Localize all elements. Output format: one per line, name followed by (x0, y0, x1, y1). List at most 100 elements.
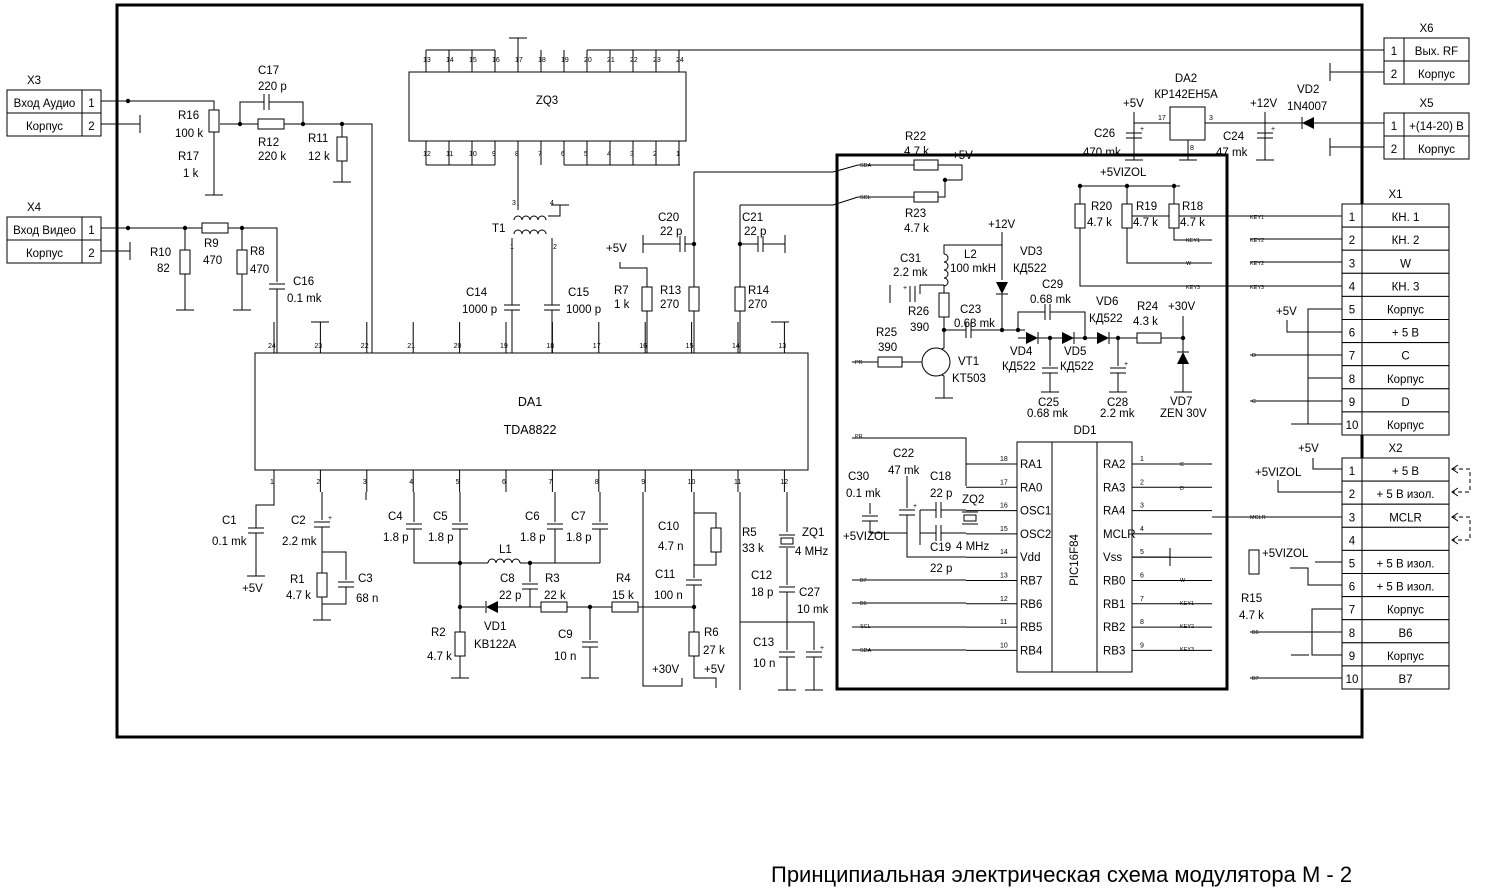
c30-label: C30 (848, 471, 869, 483)
connector-x1-pin-6: 6 (1349, 328, 1355, 340)
signal-s-pr: PR (855, 360, 863, 366)
vd1-label: VD1 (484, 621, 506, 633)
connector-x3-pin (81, 112, 102, 137)
resistor (1248, 549, 1260, 575)
resistor (877, 356, 903, 368)
ic-da1-pin-15: 15 (686, 343, 694, 350)
connector-x4-pin-2: 2 (88, 248, 94, 260)
zq1-label: ZQ1 (802, 527, 824, 539)
signal-s-w-rb0: W (1180, 578, 1186, 584)
connector-x2-label-6: + 5 В изол. (1377, 582, 1435, 594)
r18-label: R18 (1182, 201, 1203, 213)
ic-da1-pin-9: 9 (641, 479, 645, 486)
c20-label: C20 (658, 212, 679, 224)
resistor (734, 286, 746, 312)
connector-x3-pin-2: 2 (88, 121, 94, 133)
signal-s-d-ra3: D (1180, 486, 1184, 492)
ic-da2-pin-17: 17 (1158, 115, 1166, 122)
connector-x2-pin-5: 5 (1349, 559, 1355, 571)
polarity-mark: + (913, 503, 917, 510)
c8v-label: 22 p (499, 590, 521, 602)
connector-x2-pin-7: 7 (1349, 605, 1355, 617)
r5-label: R5 (742, 527, 757, 539)
c25v-label: 0.68 mk (1027, 408, 1068, 420)
resistor (710, 527, 722, 553)
connector-x1-pin-10: 10 (1346, 420, 1359, 432)
connector-x1-pin-1: 1 (1349, 212, 1355, 224)
ic-zq3-pin-9: 9 (492, 151, 496, 158)
junction (941, 327, 947, 333)
ic-dd1-pin-label-vdd: Vdd (1020, 552, 1040, 564)
diode (1097, 332, 1109, 344)
connector-x2-pin-10: 10 (1346, 674, 1359, 686)
r13v-label: 270 (660, 299, 679, 311)
r25v-label: 390 (878, 342, 897, 354)
resistor (1168, 203, 1180, 229)
ic-dd1-pin-7: 7 (1140, 596, 1144, 603)
connector-x2-pin-4: 4 (1349, 535, 1356, 547)
connector-x3-pin-1: 1 (88, 98, 94, 110)
crystal (963, 514, 977, 522)
inductor (487, 558, 521, 564)
connector-x1-pin-7: 7 (1349, 351, 1355, 363)
wire (938, 179, 962, 198)
vd2v-label: 1N4007 (1287, 101, 1327, 113)
connector-x5-title: X5 (1419, 98, 1433, 110)
wire (548, 205, 561, 217)
ic-dd1-pin-11: 11 (1000, 619, 1007, 626)
ic-da2-name: DA2 (1175, 73, 1197, 85)
vd7-label: VD7 (1170, 396, 1192, 408)
wire (1079, 228, 1250, 287)
connector-x2-label-8: B6 (1398, 628, 1412, 640)
connector-x6-label-2: Корпус (1418, 69, 1455, 81)
wire (694, 512, 717, 528)
connector-x4-pin-1: 1 (88, 225, 94, 237)
connector-x1-title: X1 (1388, 189, 1402, 201)
ic-dd1-pin-15: 15 (1000, 526, 1008, 533)
c10-label: C10 (658, 521, 679, 533)
ic-dd1-pin-label-osc2: OSC2 (1020, 529, 1051, 541)
r9v-label: 470 (203, 255, 222, 267)
junction (1047, 335, 1053, 341)
connector-x1-pin-3: 3 (1349, 258, 1355, 270)
ic-zq3-pin-16: 16 (492, 57, 500, 64)
vd3-label: VD3 (1020, 246, 1042, 258)
wire (255, 492, 275, 528)
ic-dd1-pin-4: 4 (1140, 526, 1144, 533)
ic-dd1-pin-16: 16 (1000, 503, 1008, 510)
ic-da1-pin-2: 2 (316, 479, 320, 486)
signal-s-key1b: KEY1 (1186, 238, 1200, 244)
ic-da1-pin-8: 8 (595, 479, 599, 486)
ic-zq3-pin-6: 6 (561, 151, 565, 158)
connector-x1-pin-2: 2 (1349, 235, 1355, 247)
wire (619, 262, 648, 287)
r26-label: R26 (908, 306, 929, 318)
signal-s-pr2: PR (855, 434, 863, 440)
ic-dd1-pin-8: 8 (1140, 619, 1144, 626)
ic-zq3-pin-5: 5 (584, 151, 588, 158)
ic-da1-pin-19: 19 (500, 343, 508, 350)
resistor (454, 631, 466, 657)
c29-label: C29 (1042, 279, 1063, 291)
ic-da1-pin-24: 24 (268, 343, 276, 350)
c4v-label: 1.8 p (383, 532, 409, 544)
resistor (688, 631, 700, 657)
ic-dd1-pin-9: 9 (1140, 642, 1144, 649)
c8-label: C8 (500, 573, 515, 585)
connector-x1-label-2: КН. 2 (1392, 235, 1420, 247)
ic-dd1-core (1051, 441, 1098, 673)
ic-da1-pin-18: 18 (546, 343, 554, 350)
connector-x2-pin (1341, 665, 1363, 690)
signal-s-b6: B6 (860, 601, 867, 607)
r23-label: R23 (905, 208, 926, 220)
wire (852, 437, 967, 486)
ic-zq3-pin-22: 22 (630, 57, 638, 64)
c2v-label: 2.2 mk (282, 536, 317, 548)
ic-dd1-pin-17: 17 (1000, 479, 1008, 486)
signal-s-key1: KEY1 (1250, 215, 1264, 221)
junction (237, 121, 243, 127)
ic-zq3-pin-24: 24 (676, 57, 684, 64)
junction (1124, 183, 1130, 189)
r8v-label: 470 (250, 264, 269, 276)
vt1v-label: KT503 (952, 373, 986, 385)
